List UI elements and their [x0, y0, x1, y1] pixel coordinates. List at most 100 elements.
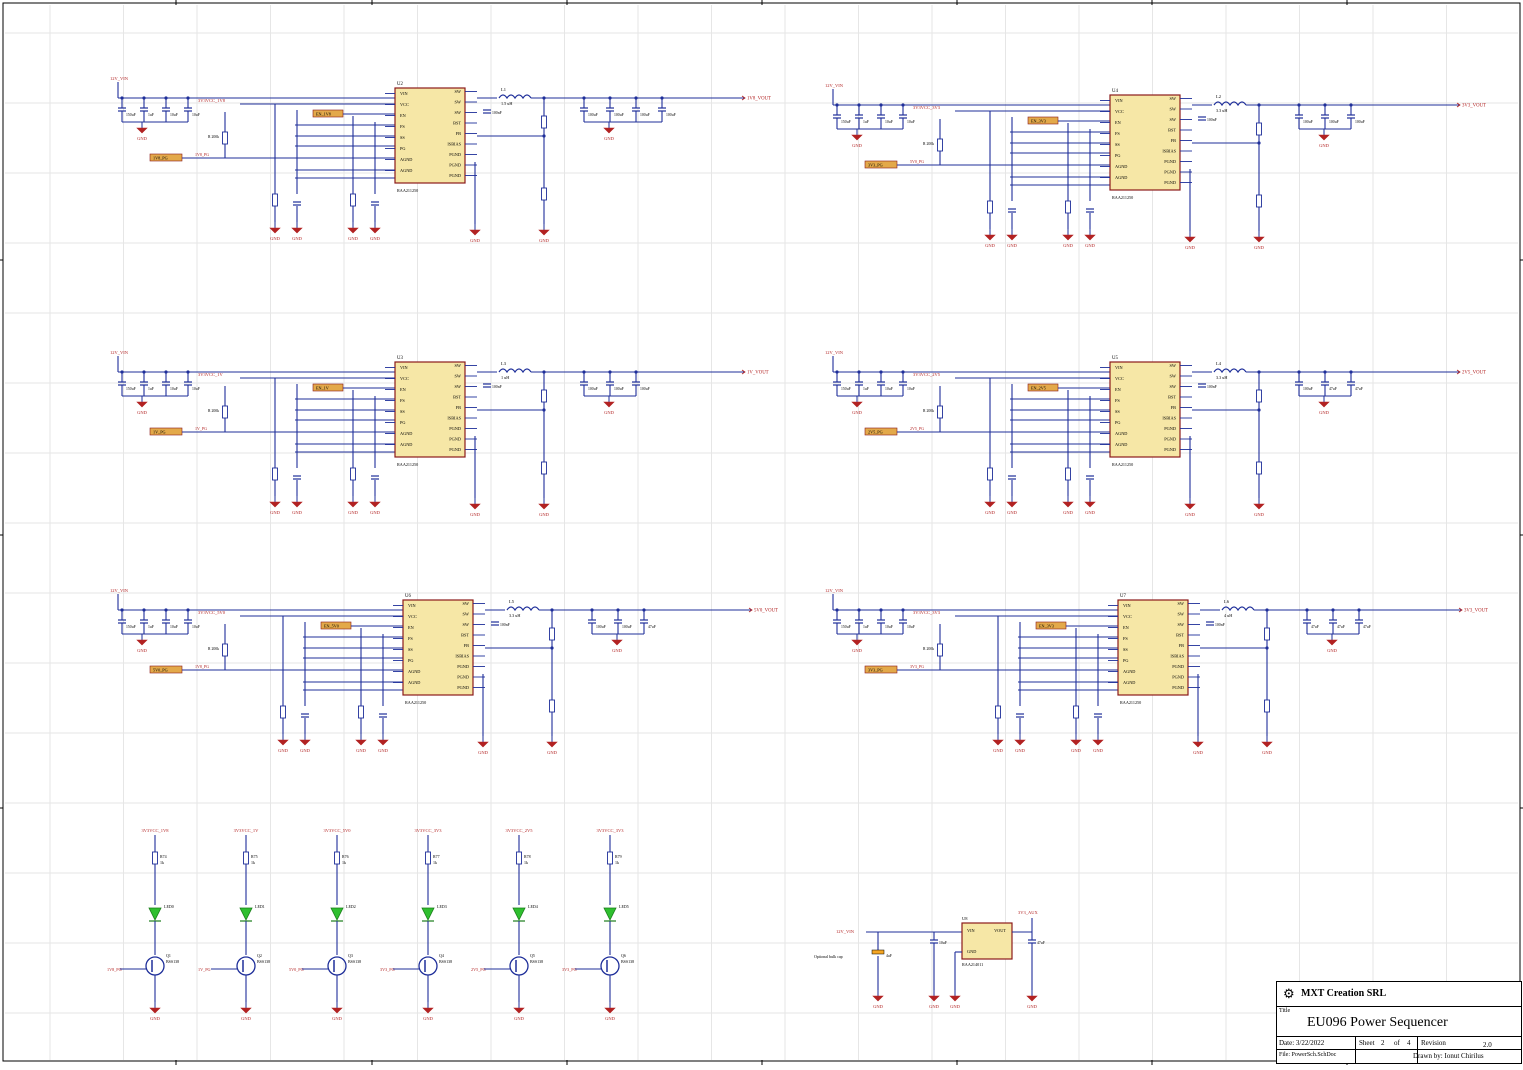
cap-value: 4uF: [886, 954, 892, 958]
ground-label: GND: [137, 136, 147, 141]
ground-icon: [984, 501, 996, 508]
ground-label: GND: [356, 748, 366, 753]
pg-net-label: 3V3_PG: [910, 664, 924, 669]
ground-icon: [355, 739, 367, 746]
cap-value: 10uF: [907, 387, 915, 391]
output-arrow: [1456, 369, 1461, 375]
cap-value: 10uF: [192, 113, 200, 117]
company-logo-icon: ⚙: [1283, 986, 1295, 1001]
enable-label: EN_5V0: [324, 624, 339, 629]
resistor-value: R 200k: [923, 647, 934, 651]
ic-pin-label: EN: [400, 113, 406, 118]
resistor-body: [549, 627, 555, 641]
led-vcc-net-label: 3V3VCC_5V0: [323, 828, 351, 833]
ic-part-number: RAA211250: [1112, 462, 1133, 467]
resistor-value: R 200k: [208, 409, 219, 413]
vcc-net-label: 3V3VCC_3V3: [913, 610, 941, 615]
ground-label: GND: [1193, 750, 1203, 755]
cap-value: 47uF: [1329, 387, 1337, 391]
ground-label: GND: [993, 748, 1003, 753]
resistor-body: [607, 851, 613, 865]
ic-pin-label: VCC: [408, 614, 417, 619]
revision-label: Revision: [1421, 1039, 1446, 1047]
ic-pin-label: BST: [453, 395, 461, 400]
vout-net-label: 3V3_VOUT: [1462, 104, 1486, 109]
cap-value: 100nF: [1207, 385, 1217, 389]
enable-label: EN_1V8: [316, 112, 331, 117]
resistor-designator: R79: [615, 854, 622, 859]
ic-pin-label: AGND: [1123, 669, 1135, 674]
ic-pin-label: AGND: [1115, 164, 1127, 169]
inductor: [1213, 368, 1247, 374]
ic-pin-label: SW: [1178, 601, 1185, 606]
ground-label: GND: [150, 1016, 160, 1021]
ic-pin-label: FB: [1171, 405, 1176, 410]
ground-icon: [1184, 236, 1196, 243]
ground-icon: [603, 401, 615, 408]
ground-icon: [603, 127, 615, 134]
ic-pin-label: FS: [400, 398, 405, 403]
ic-pin-label: AGND: [1115, 442, 1127, 447]
vout-net-label: 1V_VOUT: [747, 371, 769, 376]
ground-icon: [1084, 234, 1096, 241]
led-pg-net-label: 3V3_PG: [562, 967, 577, 972]
ic-pin-label: EN: [1123, 625, 1129, 630]
ic-pin-label: SS: [1115, 409, 1120, 414]
resistor-body: [937, 643, 943, 657]
resistor-value: R 200k: [208, 135, 219, 139]
ic-pin-label: BST: [1168, 395, 1176, 400]
ground-label: GND: [1327, 648, 1337, 653]
resistor-body: [541, 187, 547, 201]
mosfet-designator: Q3: [348, 953, 353, 958]
ground-label: GND: [1319, 143, 1329, 148]
ground-icon: [851, 639, 863, 646]
ic-pin-label: PGND: [1164, 447, 1176, 452]
cap-value: 1uF: [148, 113, 154, 117]
ic-pin-label: ISBIAS: [1162, 416, 1176, 421]
cap-value: 10uF: [170, 113, 178, 117]
resistor-value: R 200k: [208, 647, 219, 651]
mosfet-icon: [145, 956, 165, 976]
ground-label: GND: [292, 510, 302, 515]
ground-label: GND: [348, 510, 358, 515]
ic-designator: U7: [1120, 594, 1126, 599]
resistor-value: 1k: [433, 860, 437, 865]
ground-label: GND: [604, 136, 614, 141]
led-vcc-net-label: 3V3VCC_3V3: [414, 828, 442, 833]
cap-value: 100uF: [1329, 120, 1339, 124]
junction-dot: [542, 408, 546, 412]
ground-label: GND: [470, 238, 480, 243]
ground-icon: [269, 227, 281, 234]
ground-icon: [469, 503, 481, 510]
mosfet-part: BSS138: [257, 959, 270, 964]
ic-pin-label: PG: [408, 658, 414, 663]
vout-net-label: 1V8_VOUT: [747, 97, 771, 102]
ground-icon: [928, 995, 940, 1002]
ic-pin-label: PG: [1115, 153, 1121, 158]
enable-label: EN_2V5: [1031, 386, 1046, 391]
pg-net-label: 1V8_PG: [195, 152, 209, 157]
sheet-total: 4: [1407, 1039, 1411, 1047]
ic-pin-label: SW: [1178, 612, 1185, 617]
vin-net-label: 12V_VIN: [825, 83, 844, 88]
ground-label: GND: [370, 510, 380, 515]
ground-icon: [277, 739, 289, 746]
ic-pin-label: ISBIAS: [455, 654, 469, 659]
resistor-designator: R75: [251, 854, 258, 859]
ground-icon: [538, 229, 550, 236]
ic-pin-label: SW: [1170, 374, 1177, 379]
inductor-designator: L5: [509, 599, 515, 604]
cap-value: 150uF: [126, 387, 136, 391]
inductor-value: 3.3 uH: [509, 613, 520, 618]
ground-label: GND: [470, 512, 480, 517]
ic-pin-label: PGND: [449, 447, 461, 452]
ground-label: GND: [137, 648, 147, 653]
led-icon: [512, 907, 526, 921]
cap-value: 100uF: [640, 387, 650, 391]
title-block: ⚙ MXT Creation SRL Title EU096 Power Seq…: [1276, 981, 1522, 1064]
ground-icon: [269, 501, 281, 508]
ic-pin-label: VCC: [400, 376, 409, 381]
power-good-label: 5V0_PG: [153, 668, 168, 673]
resistor-value: R 200k: [923, 409, 934, 413]
